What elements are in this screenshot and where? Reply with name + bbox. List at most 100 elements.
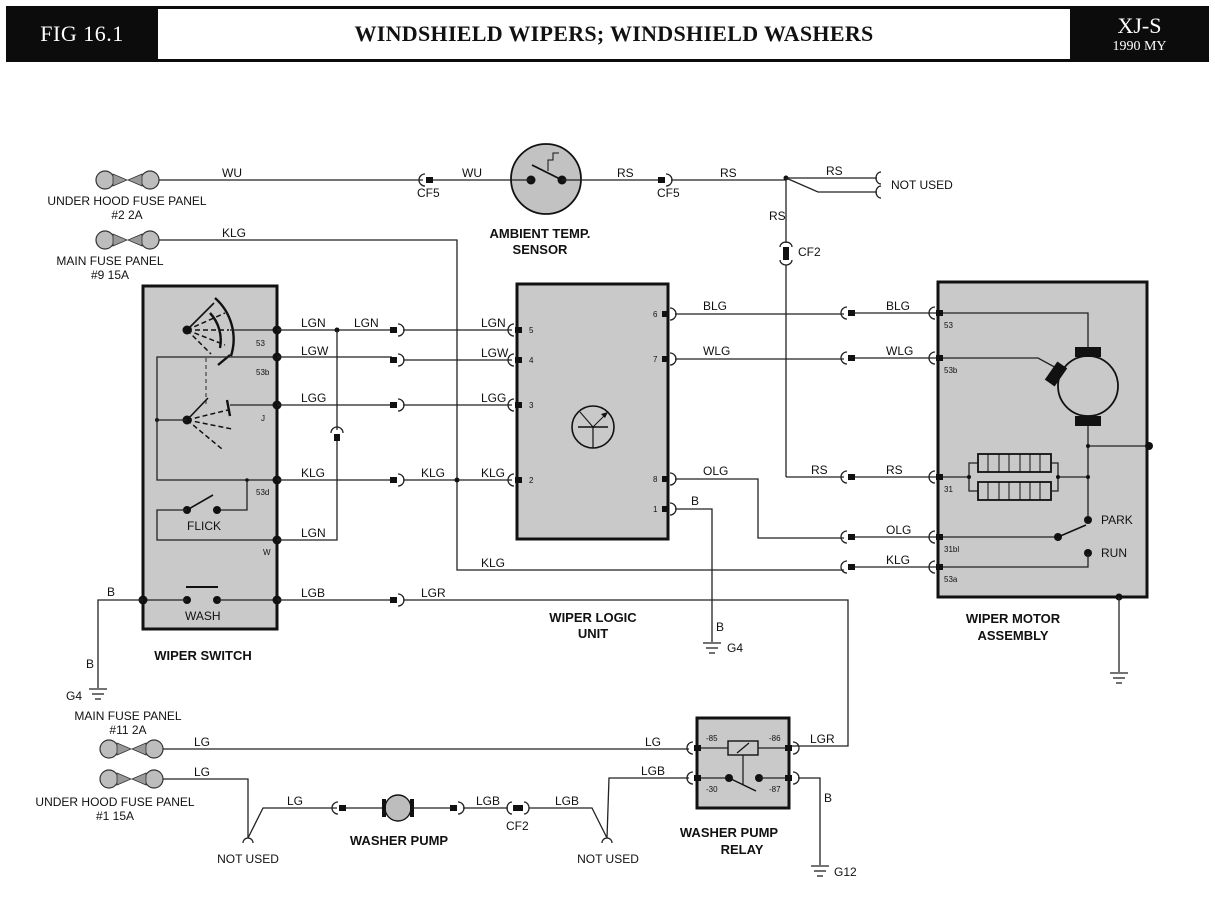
wire-lg xyxy=(163,778,249,838)
wire-label: LG xyxy=(194,765,210,779)
wire-label: LGN xyxy=(301,526,326,540)
wire-label: BLG xyxy=(886,299,910,313)
washer-pump xyxy=(331,794,465,822)
model-year: 1990 MY xyxy=(1112,38,1167,54)
splice xyxy=(454,477,460,483)
wire-label: LG xyxy=(194,735,210,749)
component-label: WASHER PUMP xyxy=(680,825,779,840)
pin-label: 7 xyxy=(653,355,658,364)
wire-label: LGW xyxy=(301,344,329,358)
pin-label: -30 xyxy=(706,785,718,794)
pin-label: 1 xyxy=(653,505,658,514)
wire-label: LGB xyxy=(476,794,500,808)
pin-label: -86 xyxy=(769,734,781,743)
park-label: PARK xyxy=(1101,513,1133,527)
pin-label: W xyxy=(263,548,271,557)
not-used-terminal xyxy=(875,171,882,185)
ground-label: G4 xyxy=(727,641,743,655)
wire-label: LGB xyxy=(555,794,579,808)
wire-label: LGB xyxy=(301,586,325,600)
wire-label: LG xyxy=(645,735,661,749)
component-label: SENSOR xyxy=(513,242,569,257)
fuse-rating-label: #11 2A xyxy=(109,723,146,737)
wiper-switch-internals xyxy=(138,297,282,605)
wire-label: KLG xyxy=(481,466,505,480)
not-used-label: NOT USED xyxy=(891,178,953,192)
wire-label: LGN xyxy=(481,316,506,330)
wire-b xyxy=(97,599,143,688)
pin-label: 31 xyxy=(944,485,953,494)
wash-label: WASH xyxy=(185,609,221,623)
inline-connector xyxy=(840,306,856,320)
pin-label: 53d xyxy=(256,488,269,497)
pin-label: 31bl xyxy=(944,545,959,554)
connector-label: CF2 xyxy=(798,245,821,259)
wire-label: BLG xyxy=(703,299,727,313)
pin-label: 8 xyxy=(653,475,658,484)
wire-label: RS xyxy=(826,164,843,178)
wire-label: RS xyxy=(617,166,634,180)
connector-cf5-right xyxy=(657,173,673,187)
wiper-switch-box xyxy=(141,284,279,631)
ground-g12-symbol xyxy=(810,865,830,877)
not-used-terminal xyxy=(242,837,254,844)
wire-label: LGG xyxy=(301,391,326,405)
wire-label: B xyxy=(824,791,832,805)
connector-cf2-bottom xyxy=(506,801,530,815)
model-badge: XJ-S 1990 MY xyxy=(1070,6,1209,62)
figure-number: FIG 16.1 xyxy=(40,21,124,46)
wire-label: B xyxy=(691,494,699,508)
wire-lgb xyxy=(529,807,608,839)
component-label: WIPER LOGIC xyxy=(549,610,637,625)
component-label: WIPER MOTOR xyxy=(966,611,1061,626)
pin-label: -85 xyxy=(706,734,718,743)
wire-label: RS xyxy=(720,166,737,180)
fuse-rating-label: #1 15A xyxy=(96,809,134,823)
fuse-main-9 xyxy=(95,230,160,250)
wire-lg xyxy=(247,807,337,839)
component-label: ASSEMBLY xyxy=(977,628,1048,643)
wiper-motor-internals xyxy=(928,306,1153,684)
relay-internals xyxy=(686,740,800,792)
pin-label: 2 xyxy=(529,476,534,485)
run-label: RUN xyxy=(1101,546,1127,560)
not-used-label: NOT USED xyxy=(217,852,279,866)
wire-rs xyxy=(785,177,877,193)
wire-label: RS xyxy=(811,463,828,477)
wire-label: RS xyxy=(769,209,786,223)
ground-label: G4 xyxy=(66,689,82,703)
pin-label: J xyxy=(261,414,265,423)
fuse-panel-label: UNDER HOOD FUSE PANEL xyxy=(35,795,194,809)
wire-lgr xyxy=(403,599,849,747)
wire-label: OLG xyxy=(703,464,728,478)
wire-label: WLG xyxy=(886,344,913,358)
pin-label: 53b xyxy=(256,368,270,377)
wiper-logic-unit-box xyxy=(515,282,670,541)
ambient-temp-sensor xyxy=(510,143,582,215)
wire-label: OLG xyxy=(886,523,911,537)
not-used-terminal xyxy=(601,837,613,844)
connector-label: CF5 xyxy=(657,186,680,200)
inline-connector xyxy=(840,351,856,365)
ground-g4-symbol xyxy=(88,688,108,700)
wire-label: LGW xyxy=(481,346,509,360)
ground-g4-symbol xyxy=(702,642,722,654)
pin-label: 53 xyxy=(944,321,953,330)
inline-connector xyxy=(389,398,405,412)
wire-lgn xyxy=(277,441,338,541)
wire-label: KLG xyxy=(222,226,246,240)
component-label: WASHER PUMP xyxy=(350,833,449,848)
wire-label: WLG xyxy=(703,344,730,358)
fuse-panel-label: MAIN FUSE PANEL xyxy=(56,254,163,268)
figure-title: WINDSHIELD WIPERS; WINDSHIELD WASHERS xyxy=(158,9,1070,59)
wire-label: B xyxy=(107,585,115,599)
not-used-terminal xyxy=(875,185,882,199)
fuse-rating-label: #9 15A xyxy=(91,268,129,282)
wire-label: KLG xyxy=(481,556,505,570)
wire-label: WU xyxy=(222,166,242,180)
fuse-under-hood-1 xyxy=(99,769,164,789)
pin-label: 5 xyxy=(529,326,534,335)
pin-label: 53a xyxy=(944,575,958,584)
wire-b xyxy=(798,777,821,865)
pin-label: 53b xyxy=(944,366,958,375)
